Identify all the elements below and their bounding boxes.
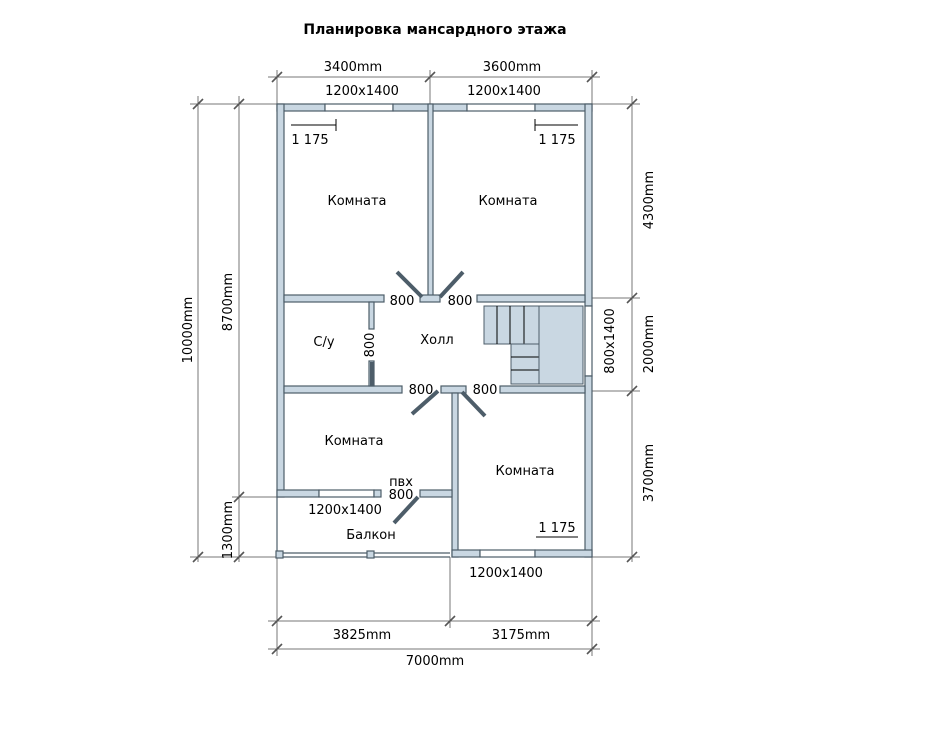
sill-room-top-right: 1 175 (538, 133, 575, 148)
window-balcony: 1200x1400 (308, 503, 382, 518)
balcony-outline (275, 497, 450, 559)
window-bottom-right: 1200x1400 (469, 566, 543, 581)
staircase (483, 305, 584, 385)
dimension-lines (190, 70, 640, 656)
sill-markers (291, 119, 578, 538)
labels: 3400mm 3600mm 1200x1400 1200x1400 10000m… (181, 60, 657, 669)
door-balcony: 800 (389, 488, 414, 503)
door-balcony-type: пвх (389, 475, 413, 490)
walls (276, 103, 593, 558)
dim-bottom-total: 7000mm (406, 654, 464, 669)
door-hall-bottom-right: 800 (473, 383, 498, 398)
room-balcony: Балкон (346, 528, 396, 543)
room-bathroom: С/у (313, 335, 334, 350)
window-top-left: 1200x1400 (325, 84, 399, 99)
door-hall-bottom-left: 800 (409, 383, 434, 398)
doors (370, 270, 487, 525)
plan-title: Планировка мансардного этажа (303, 22, 567, 38)
door-bathroom: 800 (363, 333, 378, 358)
door-top-left: 800 (390, 294, 415, 309)
room-bottom-right: Комната (496, 464, 555, 479)
room-bottom-left: Комната (325, 434, 384, 449)
room-top-left: Комната (328, 194, 387, 209)
dim-bottom-right: 3175mm (492, 628, 550, 643)
dim-left-inner: 8700mm (221, 273, 236, 331)
room-hall: Холл (420, 333, 453, 348)
dim-top-left: 3400mm (324, 60, 382, 75)
window-top-right: 1200x1400 (467, 84, 541, 99)
dim-left-outer: 10000mm (181, 297, 196, 364)
sill-room-bottom-right: 1 175 (538, 521, 575, 536)
dim-left-bottom: 1300mm (221, 501, 236, 559)
room-top-right: Комната (479, 194, 538, 209)
dim-right-bottom: 3700mm (642, 444, 657, 502)
dim-top-right: 3600mm (483, 60, 541, 75)
door-top-right: 800 (448, 294, 473, 309)
window-right-hall: 800x1400 (603, 308, 618, 374)
dim-right-middle: 2000mm (642, 315, 657, 373)
dim-right-top: 4300mm (642, 171, 657, 229)
sill-room-top-left: 1 175 (291, 133, 328, 148)
dim-bottom-left: 3825mm (333, 628, 391, 643)
